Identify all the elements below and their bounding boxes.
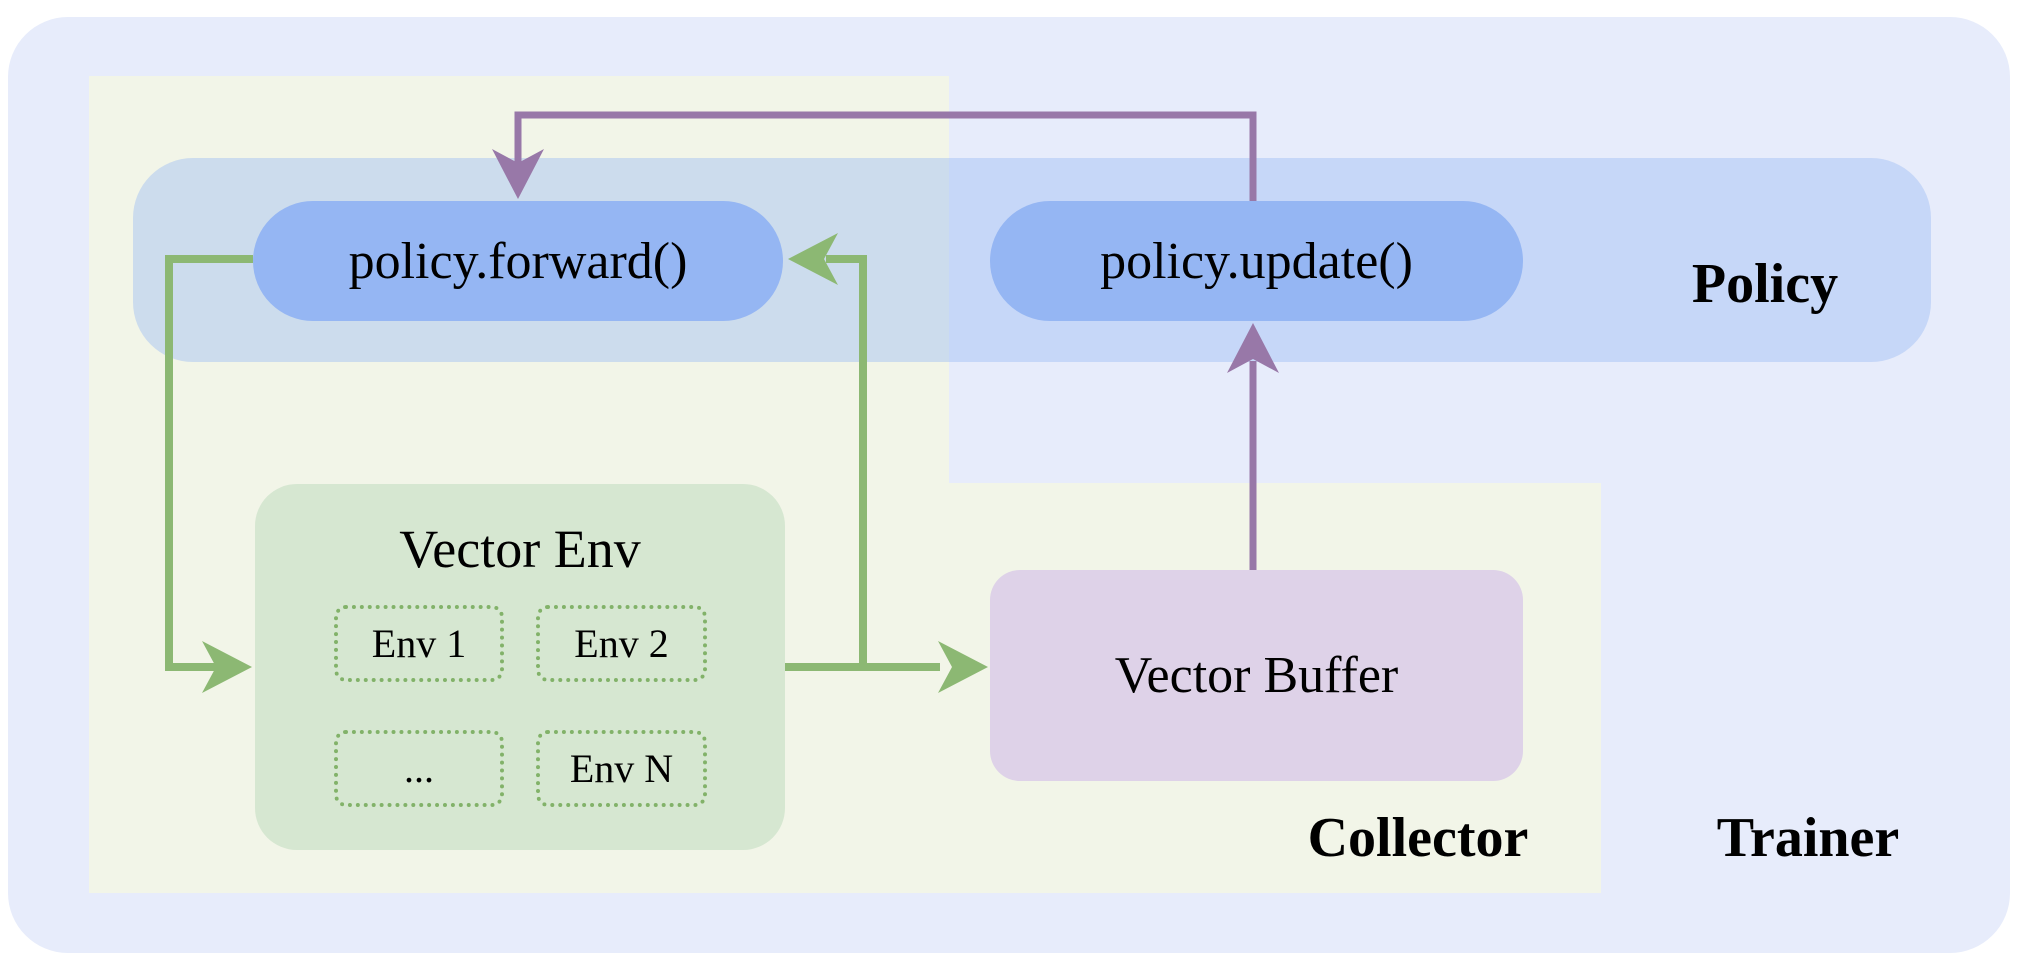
collector-region-label: Collector — [1307, 807, 1529, 869]
policy-forward-label: policy.forward() — [348, 232, 688, 290]
vector-buffer-box: Vector Buffer — [990, 570, 1523, 781]
vector-env-title: Vector Env — [399, 519, 641, 579]
vector-env-box — [255, 484, 785, 850]
policy-update-label: policy.update() — [1100, 232, 1413, 290]
policy-update-pill: policy.update() — [990, 201, 1523, 321]
policy-region-label: Policy — [1691, 253, 1839, 315]
trainer-region-label: Trainer — [1716, 807, 1900, 869]
policy-forward-pill: policy.forward() — [253, 201, 783, 321]
env-box-1: Env 1 — [334, 605, 504, 682]
env-1-label: Env 1 — [371, 621, 467, 666]
vector-buffer-label: Vector Buffer — [1114, 647, 1399, 704]
env-2-label: Env 2 — [574, 621, 669, 666]
env-n-label: Env N — [569, 746, 674, 791]
env-box-ellipsis: ... — [334, 730, 504, 807]
env-box-2: Env 2 — [536, 605, 707, 682]
env-ellipsis-label: ... — [404, 746, 434, 791]
env-box-n: Env N — [536, 730, 707, 807]
